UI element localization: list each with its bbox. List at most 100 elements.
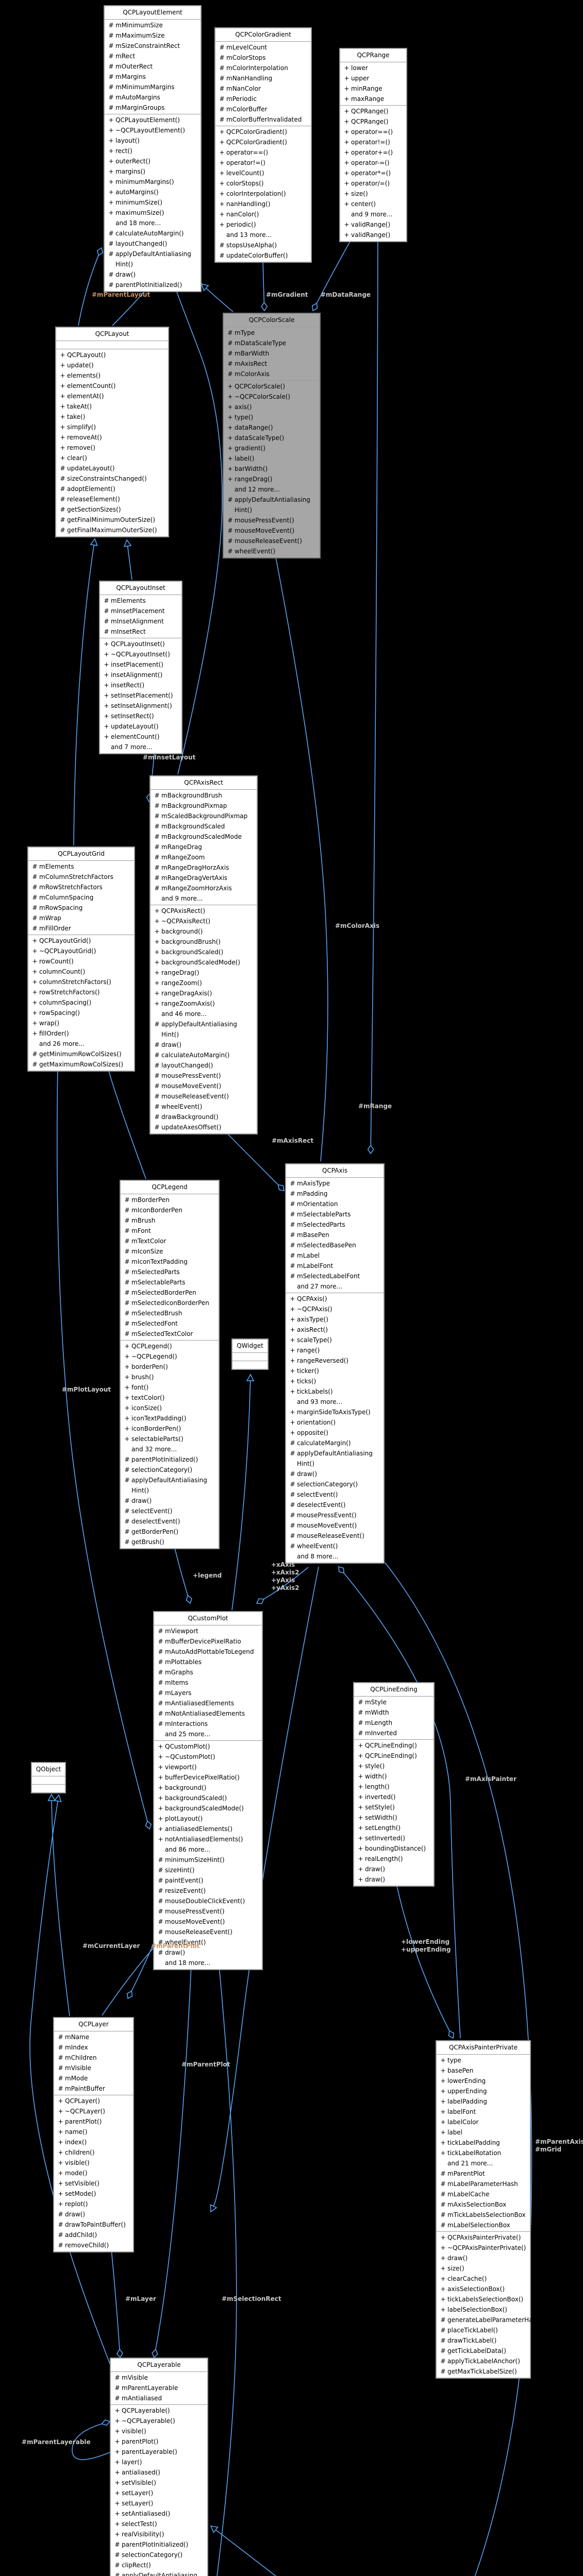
member-row: and 93 more...: [297, 1398, 343, 1405]
class-node-QCPRange[interactable]: QCPRange+lower+upper+minRange+maxRange+Q…: [339, 48, 407, 242]
member-row: +minimumSize(): [108, 199, 162, 206]
class-node-QCPLayerable[interactable]: QCPLayerable#mVisible#mParentLayerable#m…: [110, 2358, 208, 2576]
member-row: #mRowSpacing: [32, 904, 83, 911]
member-row: #mPaintBuffer: [58, 2085, 105, 2092]
methods-compartment: +QCPLineEnding()+QCPLineEnding()+style()…: [354, 1739, 434, 1886]
member-row: #sizeConstraintsChanged(): [60, 475, 147, 482]
member-row: #mRangeZoom: [154, 854, 205, 861]
member-row: #getSectionSizes(): [60, 506, 121, 513]
member-row: #mIconSize: [124, 1248, 163, 1255]
member-row: #mouseMoveEvent(): [154, 1082, 222, 1090]
member-row: #layoutChanged(): [154, 1062, 213, 1069]
attributes-compartment: #mAxisType#mPadding#mOrientation#mSelect…: [286, 1177, 384, 1293]
member-row: +antialiased(): [114, 2469, 160, 2476]
member-row: #sizeHint(): [158, 1867, 195, 1874]
member-row: +realLength(): [358, 1855, 403, 1862]
inheritance-edge-QCPLegend-to-QCPLayoutGrid: [107, 1067, 146, 1179]
member-row: +lowerEnding: [440, 2077, 486, 2084]
class-node-QCPLayer[interactable]: QCPLayer#mName#mIndex#mChildren#mVisible…: [53, 2017, 134, 2252]
member-row: #updateColorBuffer(): [219, 252, 288, 259]
member-row: #mSelectableParts: [290, 1211, 351, 1218]
member-row: +draw(): [358, 1876, 386, 1883]
member-row: #mSelectedParts: [124, 1268, 180, 1276]
member-row: +basePen: [440, 2067, 474, 2074]
member-row: +opposite(): [290, 1429, 328, 1436]
class-node-QCPLegend[interactable]: QCPLegend #mBorderPen#mIconBorderPen#mBru…: [120, 1180, 220, 1549]
class-node-QCPAxisPainterPrivate[interactable]: QCPAxisPainterPrivate+type+basePen+lower…: [436, 2040, 545, 2379]
attributes-compartment: #mBorderPen#mIconBorderPen#mBrush#mFont#…: [121, 1194, 219, 1340]
member-row: #mStyle: [358, 1699, 387, 1706]
member-row: +QCPAxisPainterPrivate(): [440, 2234, 521, 2241]
member-row: Hint(): [115, 261, 134, 268]
member-row: #mLabelSelectionBox: [440, 2222, 510, 2229]
attributes-compartment: #mElements#mInsetPlacement#mInsetAlignme…: [100, 595, 181, 638]
member-row: +index(): [58, 2139, 87, 2146]
class-node-QCPLayoutInset[interactable]: QCPLayoutInset#mElements#mInsetPlacement…: [99, 581, 182, 754]
member-row: +rect(): [108, 147, 132, 155]
member-row: #mAntialiased: [114, 2395, 162, 2402]
member-row: #placeTickLabel(): [440, 2327, 498, 2334]
member-row: +bufferDevicePixelRatio(): [158, 1774, 240, 1781]
member-row: #mBrush: [124, 1217, 156, 1224]
member-row: +plotLayout(): [158, 1815, 203, 1822]
member-row: #mParentPlot: [440, 2170, 485, 2177]
class-node-QCPLineEnding[interactable]: QCPLineEnding#mStyle#mWidth#mLength#mInv…: [353, 1682, 435, 1887]
class-node-QCPLayoutGrid[interactable]: QCPLayoutGrid#mElements#mColumnStretchFa…: [27, 846, 135, 1072]
inheritance-edge-QCPLayoutGrid-to-QCPLayout: [73, 545, 95, 846]
member-row: #mRowStretchFactors: [32, 884, 103, 891]
member-row: +backgroundScaled(): [158, 1794, 227, 1802]
member-row: #getMinimumRowColSizes(): [32, 1050, 122, 1058]
member-row: +simplify(): [60, 423, 96, 431]
member-row: +size(): [440, 2265, 464, 2272]
class-title: QCPAxisRect: [184, 779, 223, 786]
member-row: #mTickLabelsSelectionBox: [440, 2211, 526, 2218]
member-row: +clear(): [60, 454, 87, 462]
member-row: +operator==(): [344, 128, 393, 135]
class-title: QCPColorScale: [248, 316, 295, 324]
member-row: #mLength: [358, 1719, 393, 1726]
member-row: #addChild(): [58, 2231, 97, 2239]
member-row: #mInsetPlacement: [104, 607, 165, 615]
class-node-QCPAxisRect[interactable]: QCPAxisRect#mBackgroundBrush#mBackground…: [149, 775, 258, 1134]
member-row: +QCPColorScale(): [227, 383, 286, 390]
member-row: #mouseReleaseEvent(): [158, 1928, 232, 1936]
member-row: #mBorderPen: [124, 1196, 170, 1204]
class-node-QWidget[interactable]: QWidget: [231, 1338, 269, 1370]
inheritance-arrowhead-icon: [90, 538, 98, 546]
member-row: #mMargins: [108, 73, 146, 80]
member-row: +operator!=(): [219, 159, 265, 166]
member-row: #mColorStops: [219, 54, 266, 61]
aggregation-edge-QCPAxis-to-QCPAxisPainterPrivate: [343, 1572, 461, 2039]
member-row: +name(): [58, 2128, 88, 2136]
class-node-QCPAxis[interactable]: QCPAxis#mAxisType#mPadding#mOrientation#…: [285, 1163, 385, 1564]
member-row: +tickLabelsSelectionBox(): [440, 2296, 524, 2303]
member-row: #applyDefaultAntialiasing: [108, 250, 191, 258]
methods-compartment: +QCustomPlot()+~QCustomPlot()+viewport()…: [154, 1740, 262, 1969]
member-row: +barWidth(): [227, 465, 268, 472]
member-row: +operator-=(): [344, 159, 390, 166]
class-node-QCPLayout[interactable]: QCPLayout+QCPLayout()+update()+elements(…: [55, 327, 169, 537]
class-title: QCustomPlot: [188, 1615, 228, 1622]
member-row: #mLabelCache: [440, 2191, 490, 2198]
methods-compartment: +QCPLegend()+~QCPLegend()+borderPen()+br…: [121, 1340, 219, 1548]
member-row: +iconTextPadding(): [124, 1415, 187, 1422]
member-row: +~QCPColorScale(): [227, 393, 291, 400]
class-node-QCPLayoutElement[interactable]: QCPLayoutElement#mMinimumSize#mMaximumSi…: [104, 5, 202, 292]
aggregation-edge-QCPGrid-to-QCPAxis: [385, 1562, 532, 2576]
class-node-QObject[interactable]: QObject: [31, 1762, 66, 1793]
class-title: QCPLayoutGrid: [57, 850, 105, 857]
member-row: #minimumSizeHint(): [158, 1856, 225, 1863]
aggregation-diamond-icon: [256, 1598, 264, 1604]
attributes-compartment: #mType#mDataScaleType#mBarWidth#mAxisRec…: [224, 327, 320, 380]
aggregation-edge-QCustomPlot-to-QCPAxis: [263, 1567, 309, 1600]
member-row: +gradient(): [227, 445, 265, 452]
class-node-QCPColorGradient[interactable]: QCPColorGradient#mLevelCount#mColorStops…: [214, 27, 312, 263]
class-node-QCPColorScale[interactable]: QCPColorScale #mType#mDataScaleType#mBarW…: [223, 313, 321, 558]
member-row: #mInteractions: [158, 1720, 208, 1727]
member-row: Hint(): [297, 1460, 315, 1467]
aggregation-edge-QCPAxisPainterPrivate-to-QCPLineEnding: [395, 1881, 450, 2031]
class-title: QCPLegend: [152, 1183, 188, 1191]
member-row: +operator/=(): [344, 180, 390, 187]
inheritance-edge-QCPAxisRect-to-QCPLayoutElement: [175, 289, 223, 775]
class-node-QCustomPlot[interactable]: QCustomPlot#mViewport#mBufferDevicePixel…: [153, 1611, 263, 1970]
